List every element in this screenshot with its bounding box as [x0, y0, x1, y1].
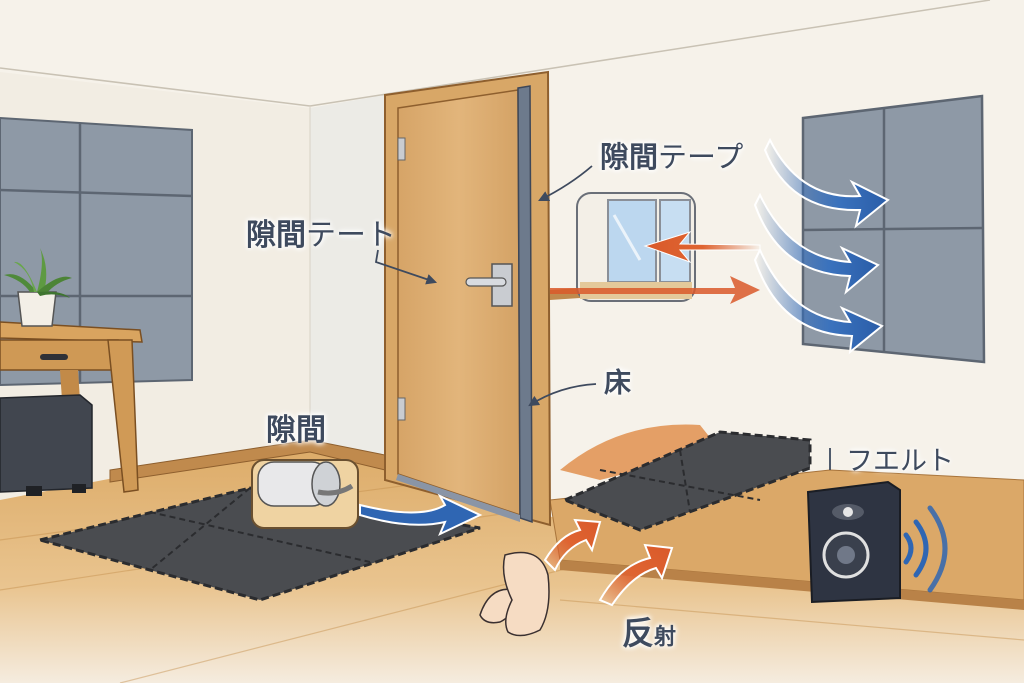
label-gap-tape-window: 隙間テープ [600, 143, 743, 172]
label-kanji: 隙間 [246, 218, 306, 253]
label-felt: フエルト [846, 446, 954, 477]
window-inset [550, 192, 761, 304]
label-reflection-sub: 射 [654, 625, 677, 650]
sound-waves [903, 505, 948, 593]
blue-sound-arrows [753, 137, 890, 355]
callout-lines [374, 165, 831, 470]
reflection-arrows [543, 518, 674, 607]
label-gap: 隙間 [266, 413, 326, 448]
speaker [806, 480, 901, 604]
label-kanji: 隙間 [600, 140, 659, 174]
label-gap-tape-door: 隙間テート [246, 221, 396, 251]
label-floor: 床 [604, 368, 631, 399]
potted-plant [4, 248, 72, 327]
gap-tape-strip [517, 85, 533, 524]
label-reflection-main: 反 [622, 614, 655, 652]
acoustic-panels-right [801, 94, 986, 364]
label-kana: テート [306, 218, 396, 253]
blue-draft-arrow [359, 493, 483, 537]
label-reflection: 反射 [622, 617, 676, 649]
draft-stopper-inset [251, 459, 359, 529]
side-table [0, 321, 143, 493]
label-kana: テープ [658, 140, 744, 174]
ottoman [0, 394, 93, 496]
bare-feet [479, 551, 550, 637]
door [384, 70, 552, 527]
